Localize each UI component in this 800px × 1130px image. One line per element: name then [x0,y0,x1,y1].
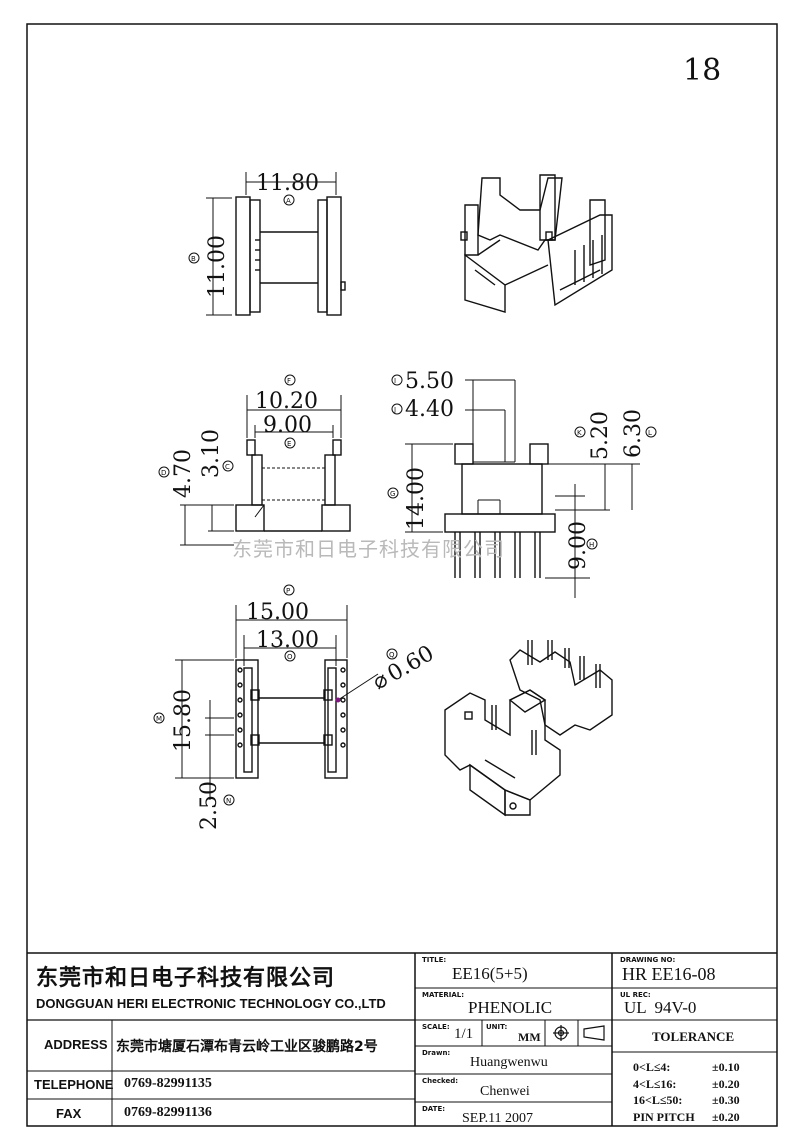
address-label: ADDRESS [44,1037,108,1052]
tolerance-value-1: ±0.20 [712,1077,740,1091]
dim-q-value: 0.60 [384,641,439,687]
dim-n-mark: N [226,797,231,805]
front-view [405,379,640,598]
checked-label: Checked: [422,1077,459,1085]
telephone-value: 0769-82991135 [124,1076,212,1091]
dim-i-value: 5.50 [405,369,454,394]
dim-h-mark: H [589,541,594,549]
ul-rec-value: UL 94V-0 [624,998,697,1017]
tolerance-range-0: 0<L≤4: [633,1060,671,1074]
dim-c-mark: C [225,463,230,471]
dim-k-mark: K [577,429,582,437]
side-view [180,395,351,546]
drawn-label: Drawn: [422,1049,451,1057]
watermark: 东莞市和日电子科技有限公司 [232,537,505,561]
company-name-en: DONGGUAN HERI ELECTRONIC TECHNOLOGY CO.,… [36,996,386,1011]
dim-e-value: 9.00 [263,413,312,438]
bottom-view [175,605,379,800]
dim-m-value: 15.80 [171,689,196,752]
page-number: 18 [683,53,721,88]
dim-d-value: 4.70 [171,449,196,498]
dim-j-value: 4.40 [405,397,454,422]
dim-p-value: 15.00 [246,600,309,625]
telephone-label: TELEPHONE [34,1077,114,1092]
dim-j-mark: J [393,406,396,414]
scale-value: 1/1 [454,1026,474,1042]
dim-b-value: 11.00 [205,235,230,298]
checked-value: Chenwei [480,1084,530,1099]
dim-c-value: 3.10 [199,429,224,478]
title-block-grid [27,952,777,1126]
dim-o-value: 13.00 [256,628,319,653]
dim-k-value: 5.20 [588,411,613,460]
tolerance-value-2: ±0.30 [712,1093,740,1107]
address-value: 东莞市塘厦石潭布青云岭工业区骏鹏路2号 [116,1039,378,1055]
tolerance-range-3: PIN PITCH [633,1110,695,1124]
dim-l-mark: L [648,429,652,437]
tolerance-value-3: ±0.20 [712,1110,740,1124]
material-value: PHENOLIC [468,998,553,1017]
date-label: DATE: [422,1105,446,1113]
unit-value: MM [518,1030,541,1044]
scale-label: SCALE: [422,1023,450,1031]
tolerance-range-2: 16<L≤50: [633,1093,683,1107]
tolerance-range-1: 4<L≤16: [633,1077,677,1091]
dim-g-value: 14.00 [404,467,429,530]
dim-f-value: 10.20 [255,389,318,414]
dim-a-value: 11.80 [256,171,319,196]
dim-i-mark: I [394,377,396,385]
unit-label: UNIT: [486,1023,508,1031]
dim-d-mark: D [161,469,166,477]
title-value: EE16(5+5) [452,964,528,983]
tolerance-label: TOLERANCE [652,1029,735,1044]
projection-symbol-icon [553,1025,605,1041]
dim-m-mark: M [156,715,162,723]
date-value: SEP.11 2007 [462,1111,534,1126]
dim-b-mark: B [191,255,196,263]
dim-o-mark: O [287,653,293,661]
drawing-no-label: DRAWING NO: [620,956,676,964]
dim-n-value: 2.50 [197,781,222,830]
top-view [206,172,346,316]
material-label: MATERIAL: [422,991,465,999]
dim-p-mark: P [286,587,290,595]
fax-label: FAX [56,1106,82,1121]
isometric-view-bottom [444,640,613,817]
drawing-no-value: HR EE16-08 [622,964,716,984]
dim-f-mark: F [287,377,291,385]
title-label: TITLE: [422,956,447,964]
dim-l-value: 6.30 [621,409,646,458]
fax-value: 0769-82991136 [124,1105,212,1120]
dim-e-mark: E [287,440,291,448]
company-name-cn: 东莞市和日电子科技有限公司 [36,966,336,991]
tolerance-value-0: ±0.10 [712,1060,740,1074]
dim-q-mark: Q [389,651,395,659]
dim-a-mark: A [286,197,291,205]
sheet-frame [26,23,778,1127]
dim-g-mark: G [390,490,395,498]
isometric-view-top [460,174,613,313]
ul-rec-label: UL REC: [620,991,651,999]
drawn-value: Huangwenwu [470,1055,548,1070]
